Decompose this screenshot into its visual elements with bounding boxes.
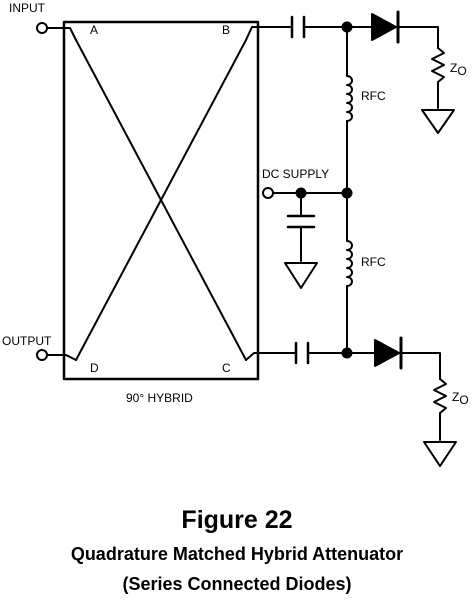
hybrid-label: 90° HYBRID xyxy=(126,391,193,405)
input-terminal xyxy=(36,22,48,34)
ground-dc-icon xyxy=(284,262,318,289)
output-label: OUTPUT xyxy=(2,334,52,348)
circuit-schematic: INPUT OUTPUT A B D C 90° HYBRID DC SUPPL… xyxy=(2,1,469,467)
node-bottom xyxy=(341,347,353,359)
node-dc-right xyxy=(341,187,353,199)
output-terminal xyxy=(36,349,48,361)
ground-bottom-icon xyxy=(423,441,457,467)
port-a-label: A xyxy=(90,23,98,37)
rfc-top-coil xyxy=(346,75,353,122)
output-lead xyxy=(46,354,77,361)
port-b-line xyxy=(245,26,293,41)
rfc-top-label: RFC xyxy=(361,89,386,103)
diode-top xyxy=(371,13,397,41)
port-d-label: D xyxy=(90,361,99,375)
port-c-label: C xyxy=(222,361,231,375)
figure-title: Figure 22 xyxy=(181,506,293,534)
resistor-top-zo xyxy=(431,47,445,109)
dc-supply-label: DC SUPPLY xyxy=(262,167,329,181)
port-b-label: B xyxy=(222,23,230,37)
diode-top-out-wire xyxy=(397,26,439,49)
figure-subtitle-line1: Quadrature Matched Hybrid Attenuator xyxy=(70,544,404,564)
ground-top-icon xyxy=(421,109,455,134)
port-c-line xyxy=(245,352,297,361)
rfc-bottom-coil xyxy=(346,240,353,287)
hybrid-cross-bd xyxy=(75,39,247,361)
resistor-bottom-zo xyxy=(433,378,447,441)
diode-bottom-out-wire xyxy=(400,352,441,380)
zo-bottom-label: ZO xyxy=(452,390,469,407)
zo-top-label: ZO xyxy=(450,61,467,78)
hybrid-box xyxy=(62,20,260,381)
figure-subtitle-line2: (Series Connected Diodes) xyxy=(122,574,352,594)
diode-bottom xyxy=(374,339,400,367)
rfc-bottom-label: RFC xyxy=(361,255,386,269)
dc-supply-terminal xyxy=(262,187,274,199)
input-label: INPUT xyxy=(9,1,46,15)
input-lead xyxy=(46,27,77,41)
